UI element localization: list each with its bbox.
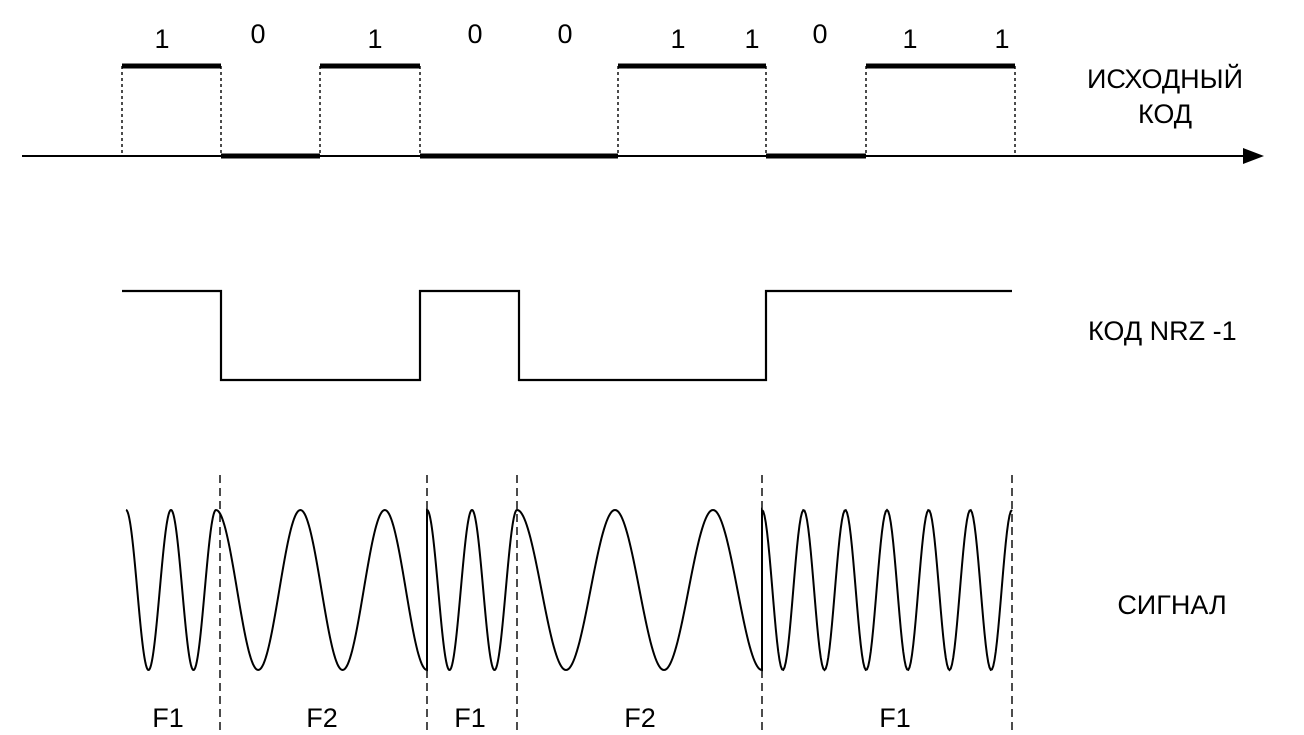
bit-label: 1 (670, 24, 685, 54)
segment-dividers (219, 475, 1013, 735)
bit-label: 1 (367, 24, 382, 54)
source-code-label-line2: КОД (1138, 99, 1192, 129)
fsk-signal-waveform (125, 507, 1013, 672)
frequency-label: F2 (624, 703, 656, 733)
bit-labels: 1 0 1 0 0 1 1 0 1 1 (154, 19, 1009, 54)
frequency-labels: F1 F2 F1 F2 F1 (152, 703, 911, 733)
frequency-label: F1 (454, 703, 486, 733)
bit-label: 1 (154, 24, 169, 54)
frequency-label: F1 (879, 703, 911, 733)
bit-label: 0 (812, 19, 827, 49)
bit-label: 1 (994, 24, 1009, 54)
frequency-label: F1 (152, 703, 184, 733)
bit-label: 1 (744, 24, 759, 54)
bit-label: 0 (467, 19, 482, 49)
bit-label: 0 (557, 19, 572, 49)
frequency-label: F2 (306, 703, 338, 733)
signal-label: СИГНАЛ (1117, 590, 1226, 620)
source-code-waveform (22, 63, 1264, 164)
axis-arrow-icon (1243, 148, 1264, 164)
bit-label: 1 (902, 24, 917, 54)
nrz-waveform (122, 289, 1012, 382)
bit-label: 0 (250, 19, 265, 49)
nrz-code-label: КОД NRZ -1 (1088, 316, 1237, 346)
source-code-label-line1: ИСХОДНЫЙ (1087, 63, 1243, 94)
